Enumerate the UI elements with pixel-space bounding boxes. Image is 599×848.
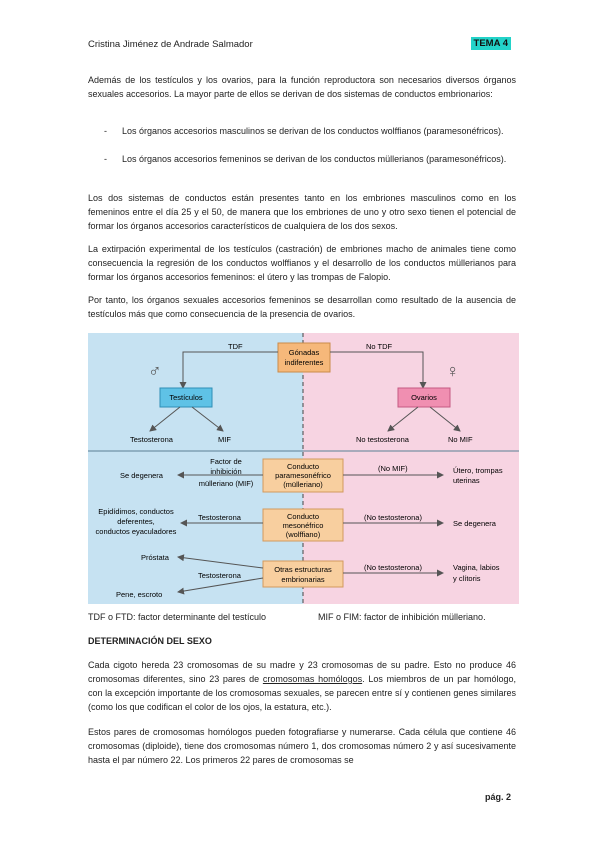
no-mif-arrow <box>429 406 461 432</box>
factor-mif-1: Factor de <box>210 457 242 466</box>
bullet-text: Los órganos accesorios femeninos se deri… <box>122 154 507 164</box>
paragraph-intro: Además de los testículos y los ovarios, … <box>88 75 516 99</box>
paren-no-testo-2: (No testosterona) <box>364 563 422 572</box>
tdf-arrow <box>179 351 278 389</box>
mif-arrow <box>191 406 224 432</box>
female-symbol: ♀ <box>446 361 460 381</box>
gonadas-label-2: indiferentes <box>285 358 324 367</box>
testo-arrow <box>149 406 181 432</box>
utero-2: uterinas <box>453 476 480 485</box>
conducto-meso-1: Conducto <box>287 512 319 521</box>
otras-box <box>262 560 344 588</box>
conducto-meso-box <box>262 508 344 542</box>
prostata-arrow <box>177 554 264 569</box>
cromosomas-homologos-link: cromosomas homólogos <box>262 674 363 684</box>
page-number: pág. 2 <box>484 792 511 802</box>
factor-mif-2: inhibición <box>210 467 241 476</box>
no-tdf-arrow <box>330 351 427 389</box>
no-testosterona-label: No testosterona <box>356 435 410 444</box>
ovarios-label: Ovarios <box>411 393 437 402</box>
cigoto-text-1: Cada cigoto hereda 23 cromosomas de su m… <box>88 660 516 684</box>
conducto-meso-2: mesonéfrico <box>283 521 324 530</box>
male-symbol: ♂ <box>148 361 162 381</box>
paragraph-sistemas: Los dos sistemas de conductos están pres… <box>88 193 516 231</box>
no-testo-arrow <box>387 406 419 432</box>
epididimos-2: deferentes, <box>117 517 155 526</box>
conducto-para-3: (mülleriano) <box>283 480 323 489</box>
utero-1: Útero, trompas <box>453 466 503 475</box>
paragraph-cigoto: Cada cigoto hereda 23 cromosomas de su m… <box>88 658 516 714</box>
gonadas-label-1: Gónadas <box>289 348 320 357</box>
section-heading: DETERMINACIÓN DEL SEXO <box>88 636 212 646</box>
tdf-label: TDF <box>228 342 243 351</box>
paragraph-conclusion: Por tanto, los órganos sexuales accesori… <box>88 295 516 319</box>
conducto-meso-3: (wolffiano) <box>286 530 321 539</box>
pene-arrow <box>177 577 264 595</box>
prostata-label: Próstata <box>141 553 170 562</box>
tema-badge: TEMA 4 <box>470 37 511 50</box>
pene-label: Pene, escroto <box>116 590 162 599</box>
bullet-text: Los órganos accesorios masculinos se der… <box>122 126 504 136</box>
ovarios-box <box>397 387 451 408</box>
paren-no-testo-1: (No testosterona) <box>364 513 422 522</box>
otras-1: Otras estructuras <box>274 565 332 574</box>
cigoto-text-2: . Los miembros de un par homólogo, con l… <box>88 674 516 712</box>
bullet-femeninos: - Los órganos accesorios femeninos se de… <box>104 152 516 180</box>
paragraph-pares: Estos pares de cromosomas homólogos pued… <box>88 727 516 765</box>
testosterona-meso: Testosterona <box>198 513 242 522</box>
sex-differentiation-diagram: ♂ ♀ Gónadas indiferentes TDF No TDF Test… <box>88 333 519 604</box>
paren-no-mif: (No MIF) <box>378 464 408 473</box>
epididimos-1: Epidídimos, conductos <box>98 507 174 516</box>
gonadas-box <box>277 342 331 373</box>
factor-mif-3: mülleriano (MIF) <box>199 479 254 488</box>
vagina-2: y clítoris <box>453 574 481 583</box>
testiculos-label: Testículos <box>169 393 203 402</box>
conducto-para-1: Conducto <box>287 462 319 471</box>
otras-2: embrionarias <box>281 575 325 584</box>
page-header: Cristina Jiménez de Andrade Salmador TEM… <box>88 37 511 53</box>
paragraph-extirpacion: La extirpación experimental de los testí… <box>88 244 516 282</box>
se-degenera-right: Se degenera <box>453 519 497 528</box>
caption-mif: MIF o FIM: factor de inhibición mülleria… <box>318 612 486 622</box>
mif-label: MIF <box>218 435 231 444</box>
no-tdf-label: No TDF <box>366 342 393 351</box>
author-name: Cristina Jiménez de Andrade Salmador <box>88 39 253 50</box>
bullet-dash: - <box>104 126 107 136</box>
caption-tdf: TDF o FTD: factor determinante del testí… <box>88 612 267 622</box>
testosterona-label: Testosterona <box>130 435 174 444</box>
conducto-para-2: paramesonéfrico <box>275 471 331 480</box>
testiculos-box <box>159 387 213 408</box>
vagina-1: Vagina, labios <box>453 563 500 572</box>
no-mif-label: No MIF <box>448 435 473 444</box>
bullet-masculinos: - Los órganos accesorios masculinos se d… <box>104 124 516 152</box>
se-degenera-left: Se degenera <box>120 471 164 480</box>
testosterona-otras: Testosterona <box>198 571 242 580</box>
bullet-dash: - <box>104 154 107 164</box>
epididimos-3: conductos eyaculadores <box>96 527 177 536</box>
conducto-para-box <box>262 458 344 493</box>
